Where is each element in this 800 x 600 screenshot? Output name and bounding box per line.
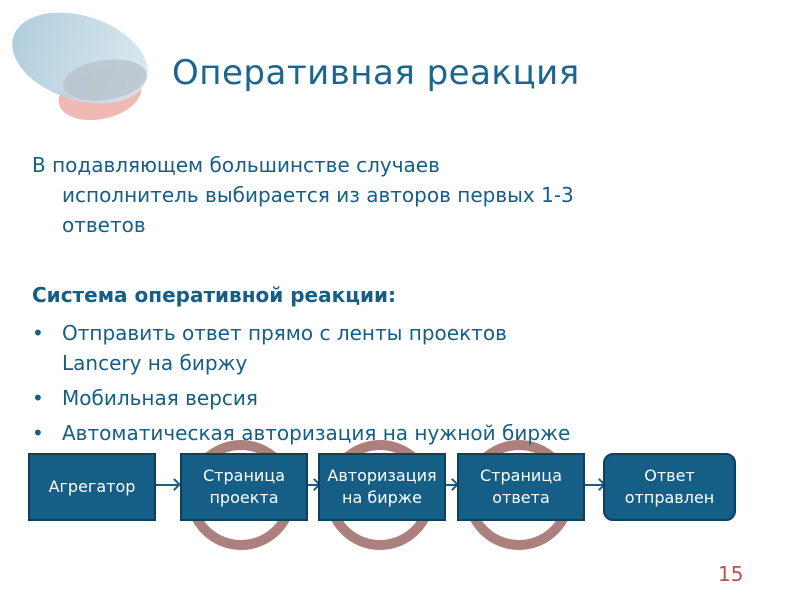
bullet-item: • Автоматическая авторизация на нужной б… [32,418,570,448]
bullet-item: • Мобильная версия [32,383,570,413]
arrow-icon [585,484,603,486]
intro-line-2: исполнитель выбирается из авторов первых… [62,183,574,207]
bullet-item: • Отправить ответ прямо с ленты проектов… [32,318,570,378]
section-heading: Система оперативной реакции: [32,283,397,307]
slide-title: Оперативная реакция [172,53,580,93]
intro-line-3: ответов [62,213,146,237]
arrow-icon [156,484,178,486]
page-number: 15 [718,562,744,586]
arrow-icon [308,484,318,486]
arrow-icon [446,484,456,486]
logo-ellipses-icon [12,12,148,121]
intro-line-1: В подавляющем большинстве случаев [32,153,440,177]
bullet-icon: • [32,421,44,445]
intro-paragraph: В подавляющем большинстве случаев исполн… [32,150,762,240]
bullet-icon: • [32,321,44,345]
flow-step-answer-page: Страница ответа [457,453,585,521]
flow-step-project-page: Страница проекта [180,453,308,521]
bullet-icon: • [32,386,44,410]
bullet-list: • Отправить ответ прямо с ленты проектов… [32,318,570,453]
flow-step-answer-sent: Ответ отправлен [603,453,736,521]
flow-step-authorization: Авторизация на бирже [318,453,446,521]
flow-step-aggregator: Агрегатор [28,453,156,521]
